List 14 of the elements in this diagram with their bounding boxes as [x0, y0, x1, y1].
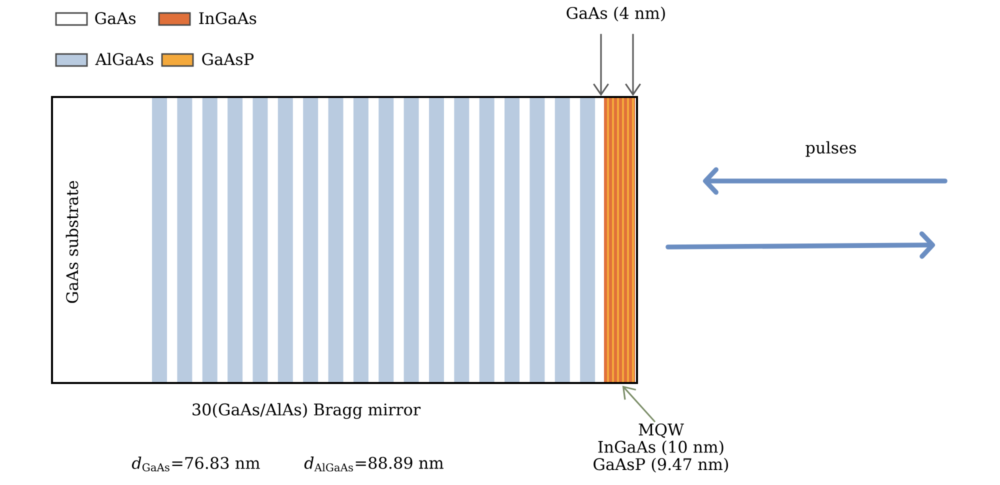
arrow — [593, 34, 609, 96]
leader-arrow — [622, 386, 656, 422]
legend-label: GaAs — [95, 12, 136, 24]
arrow-label: pulses — [806, 141, 856, 157]
legend-label: GaAsP — [202, 53, 254, 66]
striped-band — [604, 98, 635, 382]
arrow — [625, 34, 641, 96]
thickness-label: d$_{AlGaAs}$=88.89 nm — [304, 456, 444, 472]
callout-text: MQW InGaAs (10 nm) GaAsP (9.47 nm) — [594, 423, 728, 472]
legend-label: InGaAs — [199, 12, 256, 24]
legend-label: AlGaAs — [95, 52, 154, 66]
thickness-label: d$_{GaAs}$=76.83 nm — [132, 456, 260, 472]
caption-text: 30(GaAs/AlAs) Bragg mirror — [192, 403, 421, 419]
callout-text: GaAs (4 nm) — [566, 6, 665, 22]
